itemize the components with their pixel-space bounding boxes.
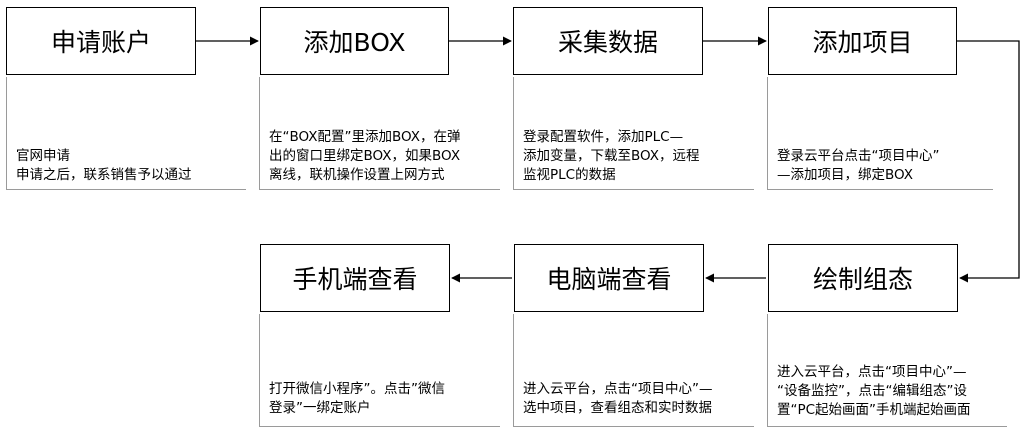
step-title: 采集数据 — [557, 28, 658, 57]
step-box-collect-data: 采集数据 — [513, 7, 703, 75]
step-desc-pc-view: 进入云平台，点击“项目中心”— 选中项目，查看组态和实时数据 — [513, 314, 754, 427]
step-title: 添加项目 — [812, 28, 913, 57]
step-title: 电脑端查看 — [546, 265, 672, 294]
desc-line: 置“PC起始画面”手机端起始画面 — [777, 402, 971, 418]
step-title: 手机端查看 — [292, 265, 418, 294]
arrow-4-5 — [957, 40, 1020, 283]
step-desc-add-project: 登录云平台点击“项目中心” —添加项目，绑定BOX — [767, 77, 993, 190]
desc-line: 打开微信小程序”。点击”微信 — [269, 381, 445, 397]
step-title: 绘制组态 — [812, 265, 913, 294]
desc-line: 监视PLC的数据 — [523, 167, 616, 183]
step-box-apply-account: 申请账户 — [6, 7, 196, 75]
step-desc-mobile-view: 打开微信小程序”。点击”微信 登录”一绑定账户 — [259, 314, 500, 427]
desc-line: 进入云平台，点击“项目中心”— — [523, 381, 713, 397]
desc-line: 出的窗口里绑定BOX，如果BOX — [269, 148, 461, 164]
desc-line: 申请之后，联系销售予以通过 — [16, 167, 192, 183]
desc-line: 登录云平台点击“项目中心” — [777, 148, 940, 164]
desc-line: 进入云平台，点击“项目中心”— — [777, 364, 967, 380]
desc-line: 离线，联机操作设置上网方式 — [269, 167, 445, 183]
desc-line: 官网申请 — [16, 148, 70, 164]
desc-line: —添加项目，绑定BOX — [777, 167, 914, 183]
step-box-add-project: 添加项目 — [768, 7, 957, 75]
desc-line: “设备监控”，点击“编辑组态”设 — [777, 383, 967, 399]
step-box-draw-config: 绘制组态 — [768, 244, 958, 312]
step-box-pc-view: 电脑端查看 — [514, 244, 704, 312]
desc-line: 在“BOX配置”里添加BOX，在弹 — [269, 129, 461, 145]
desc-line: 添加变量，下载至BOX，远程 — [523, 148, 700, 164]
desc-line: 选中项目，查看组态和实时数据 — [523, 400, 712, 416]
step-title: 申请账户 — [50, 28, 151, 57]
desc-line: 登录配置软件，添加PLC— — [523, 129, 684, 145]
step-desc-apply-account: 官网申请 申请之后，联系销售予以通过 — [6, 77, 246, 190]
desc-line: 登录”一绑定账户 — [269, 400, 371, 416]
step-desc-add-box: 在“BOX配置”里添加BOX，在弹 出的窗口里绑定BOX，如果BOX 离线，联机… — [259, 77, 500, 190]
step-box-add-box: 添加BOX — [260, 7, 449, 75]
step-desc-collect-data: 登录配置软件，添加PLC— 添加变量，下载至BOX，远程 监视PLC的数据 — [513, 77, 754, 190]
step-desc-draw-config: 进入云平台，点击“项目中心”— “设备监控”，点击“编辑组态”设 置“PC起始画… — [767, 314, 1007, 427]
step-box-mobile-view: 手机端查看 — [260, 244, 450, 312]
step-title: 添加BOX — [303, 28, 406, 57]
